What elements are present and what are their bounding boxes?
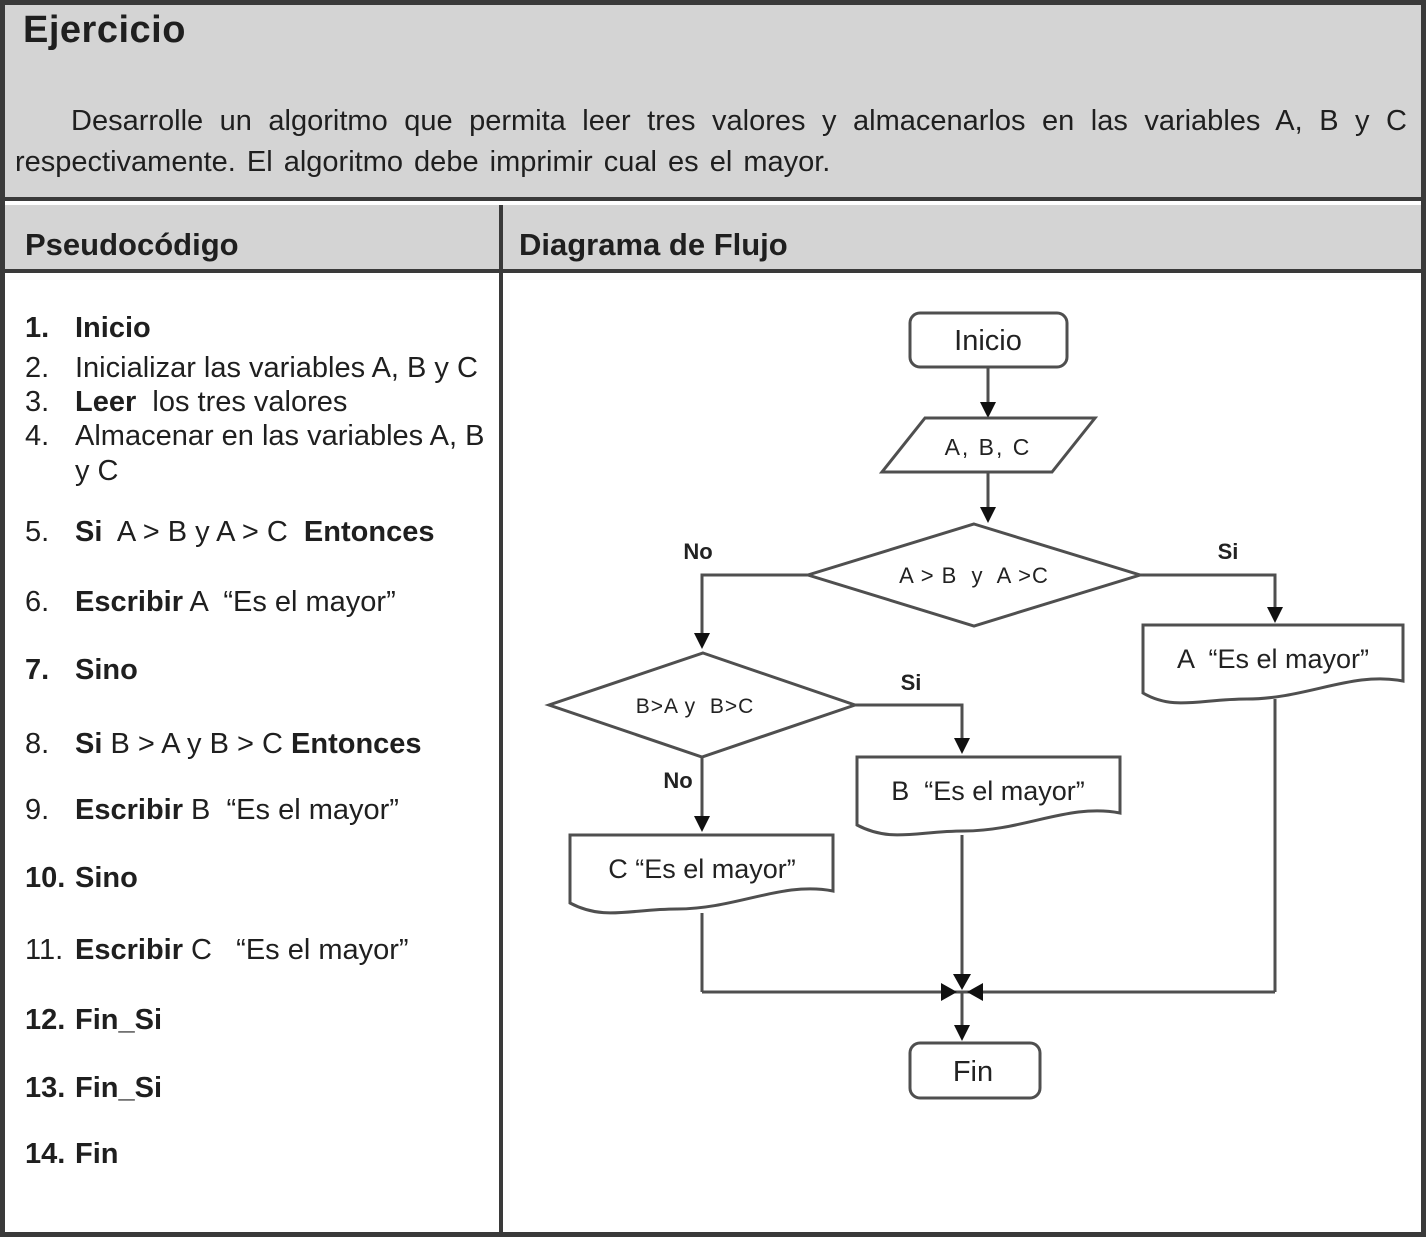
merge-arrowhead-left [967,983,983,1001]
arrowhead-into-output-a [1267,607,1283,623]
pseudocode-item-text: Inicializar las variables A, B y C [75,352,478,384]
pseudocode-item-text: Leer los tres valores [75,386,348,418]
output-b-document [855,755,1122,837]
end-label: Fin [953,1056,993,1088]
pseudocode-item-text: Inicio [75,312,151,344]
arrowhead-into-decision1 [980,507,996,523]
output-c-label: C “Es el mayor” [608,854,796,884]
pseudocode-item-number: 5. [25,516,50,548]
pseudocode-item-text: Escribir B “Es el mayor” [75,794,399,826]
pseudocode-item-text: Fin [75,1138,119,1170]
input-parallelogram [878,416,1099,474]
pseudocode-item-number: 7. [25,654,50,686]
end-terminator [908,1041,1042,1100]
decision2-label: B>A y B>C [636,695,755,718]
edge-decision1-si [1140,573,1277,609]
pseudocode-item-text: Si A > B y A > C Entonces [75,516,435,548]
decision2-diamond [544,651,860,759]
pseudocode-item-text: Sino [75,654,138,686]
arrowhead-into-input [980,402,996,418]
pseudocode-item-number: 3. [25,386,50,418]
input-label: A, B, C [945,434,1032,460]
output-a-document [1141,623,1405,705]
pseudocode-item-text: Escribir C “Es el mayor” [75,934,409,966]
pseudocode-item-number: 10. [25,862,66,894]
pseudocode-item-number: 14. [25,1138,66,1170]
pseudocode-item-text: Fin_Si [75,1072,163,1104]
pseudocode-item-number: 4. [25,420,50,452]
flowchart-svg: Inicio A, B, C A > B y A >C B>A y B>C A … [544,311,1405,1100]
start-label: Inicio [954,325,1022,357]
pseudocode-list: 1. Inicio 2. Inicializar las variables A, B… [5,273,499,1232]
pseudocode-item-number: 1. [25,312,50,344]
decision2-no-label: No [663,768,692,793]
arrowhead-into-output-b [954,738,970,754]
output-c-document [568,833,835,915]
pseudocode-item-number: 6. [25,586,50,618]
pseudocode-item-number: 2. [25,352,50,384]
exercise-block: Ejercicio Desarrolle un algoritmo que pe… [5,5,1421,201]
pseudocode-item-number: 8. [25,728,50,760]
pseudocode-item-number: 9. [25,794,50,826]
pseudocode-item-text: Almacenar en las variables A, B y C [75,420,493,487]
pseudocode-column-header: Pseudocódigo [25,227,239,262]
pseudocode-item-text: Si B > A y B > C Entonces [75,728,422,760]
exercise-title: Ejercicio [23,9,186,51]
pseudocode-item-text: Fin_Si [75,1004,163,1036]
pseudocode-item-number: 11. [25,934,64,966]
edge-decision1-no [700,573,808,635]
arrowhead-into-decision2 [694,633,710,649]
decision1-si-label: Si [1218,539,1239,564]
arrowhead-into-end [954,1025,970,1041]
merge-arrowhead-right [941,983,957,1001]
start-terminator [908,311,1069,369]
exercise-description: Desarrolle un algoritmo que permita leer… [15,105,1407,178]
column-divider [499,205,503,1232]
decision1-diamond [802,522,1146,628]
decision1-label: A > B y A >C [899,563,1049,588]
table-header-row: Pseudocódigo Diagrama de Flujo [5,205,1421,273]
pseudocode-item-number: 12. [25,1004,66,1036]
decision2-si-label: Si [901,670,922,695]
decision1-no-label: No [683,539,712,564]
pseudocode-item-text: Escribir A “Es el mayor” [75,586,396,618]
pseudocode-item-text: Sino [75,862,138,894]
output-b-label: B “Es el mayor” [891,776,1085,806]
merge-arrowhead-down [953,974,971,990]
arrowhead-into-output-c [694,816,710,832]
pseudocode-item-number: 13. [25,1072,66,1104]
edge-decision2-si [855,703,964,740]
output-a-label: A “Es el mayor” [1177,644,1369,674]
flowchart-column-header: Diagrama de Flujo [519,227,788,262]
